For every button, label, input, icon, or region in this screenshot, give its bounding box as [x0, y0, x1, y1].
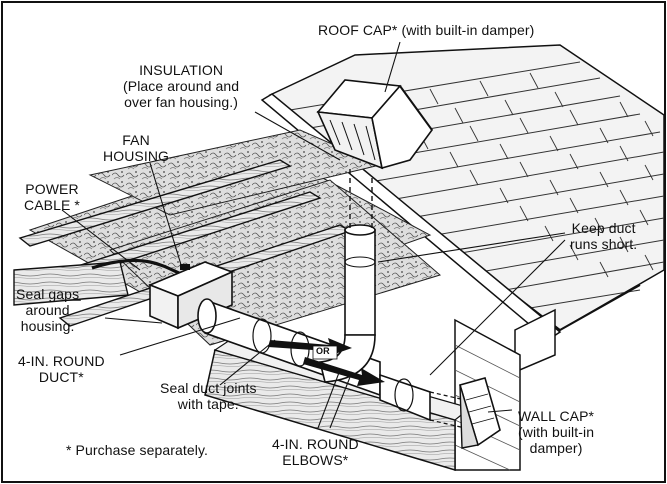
roof-cap: [316, 79, 433, 170]
label-or-marker: OR: [316, 346, 330, 356]
joist-end-block: [13, 261, 129, 306]
label-insulation: INSULATION (Place around and over fan ho…: [123, 62, 240, 110]
vertical-duct: [318, 224, 376, 383]
label-seal-joints: Seal duct joints with tape.: [160, 380, 257, 412]
airflow-arrows: [268, 338, 385, 386]
label-keep-duct-short: Keep duct runs short.: [570, 220, 638, 252]
power-cable: [91, 258, 187, 278]
wall-cap: [458, 377, 501, 449]
label-elbows: 4-IN. ROUND ELBOWS*: [272, 436, 359, 468]
label-round-duct: 4-IN. ROUND DUCT*: [18, 353, 105, 385]
duct-route-dashed: [349, 165, 373, 228]
label-roof-cap: ROOF CAP* (with built-in damper): [318, 22, 535, 38]
leader-lines: [61, 41, 566, 429]
label-seal-gaps: Seal gaps around housing.: [16, 286, 80, 334]
label-fan-housing: FAN HOUSING: [103, 132, 170, 164]
label-wall-cap: WALL CAP* (with built-in damper): [518, 408, 595, 456]
label-purchase-note: * Purchase separately.: [66, 442, 209, 458]
label-power-cable: POWER CABLE *: [24, 181, 80, 213]
